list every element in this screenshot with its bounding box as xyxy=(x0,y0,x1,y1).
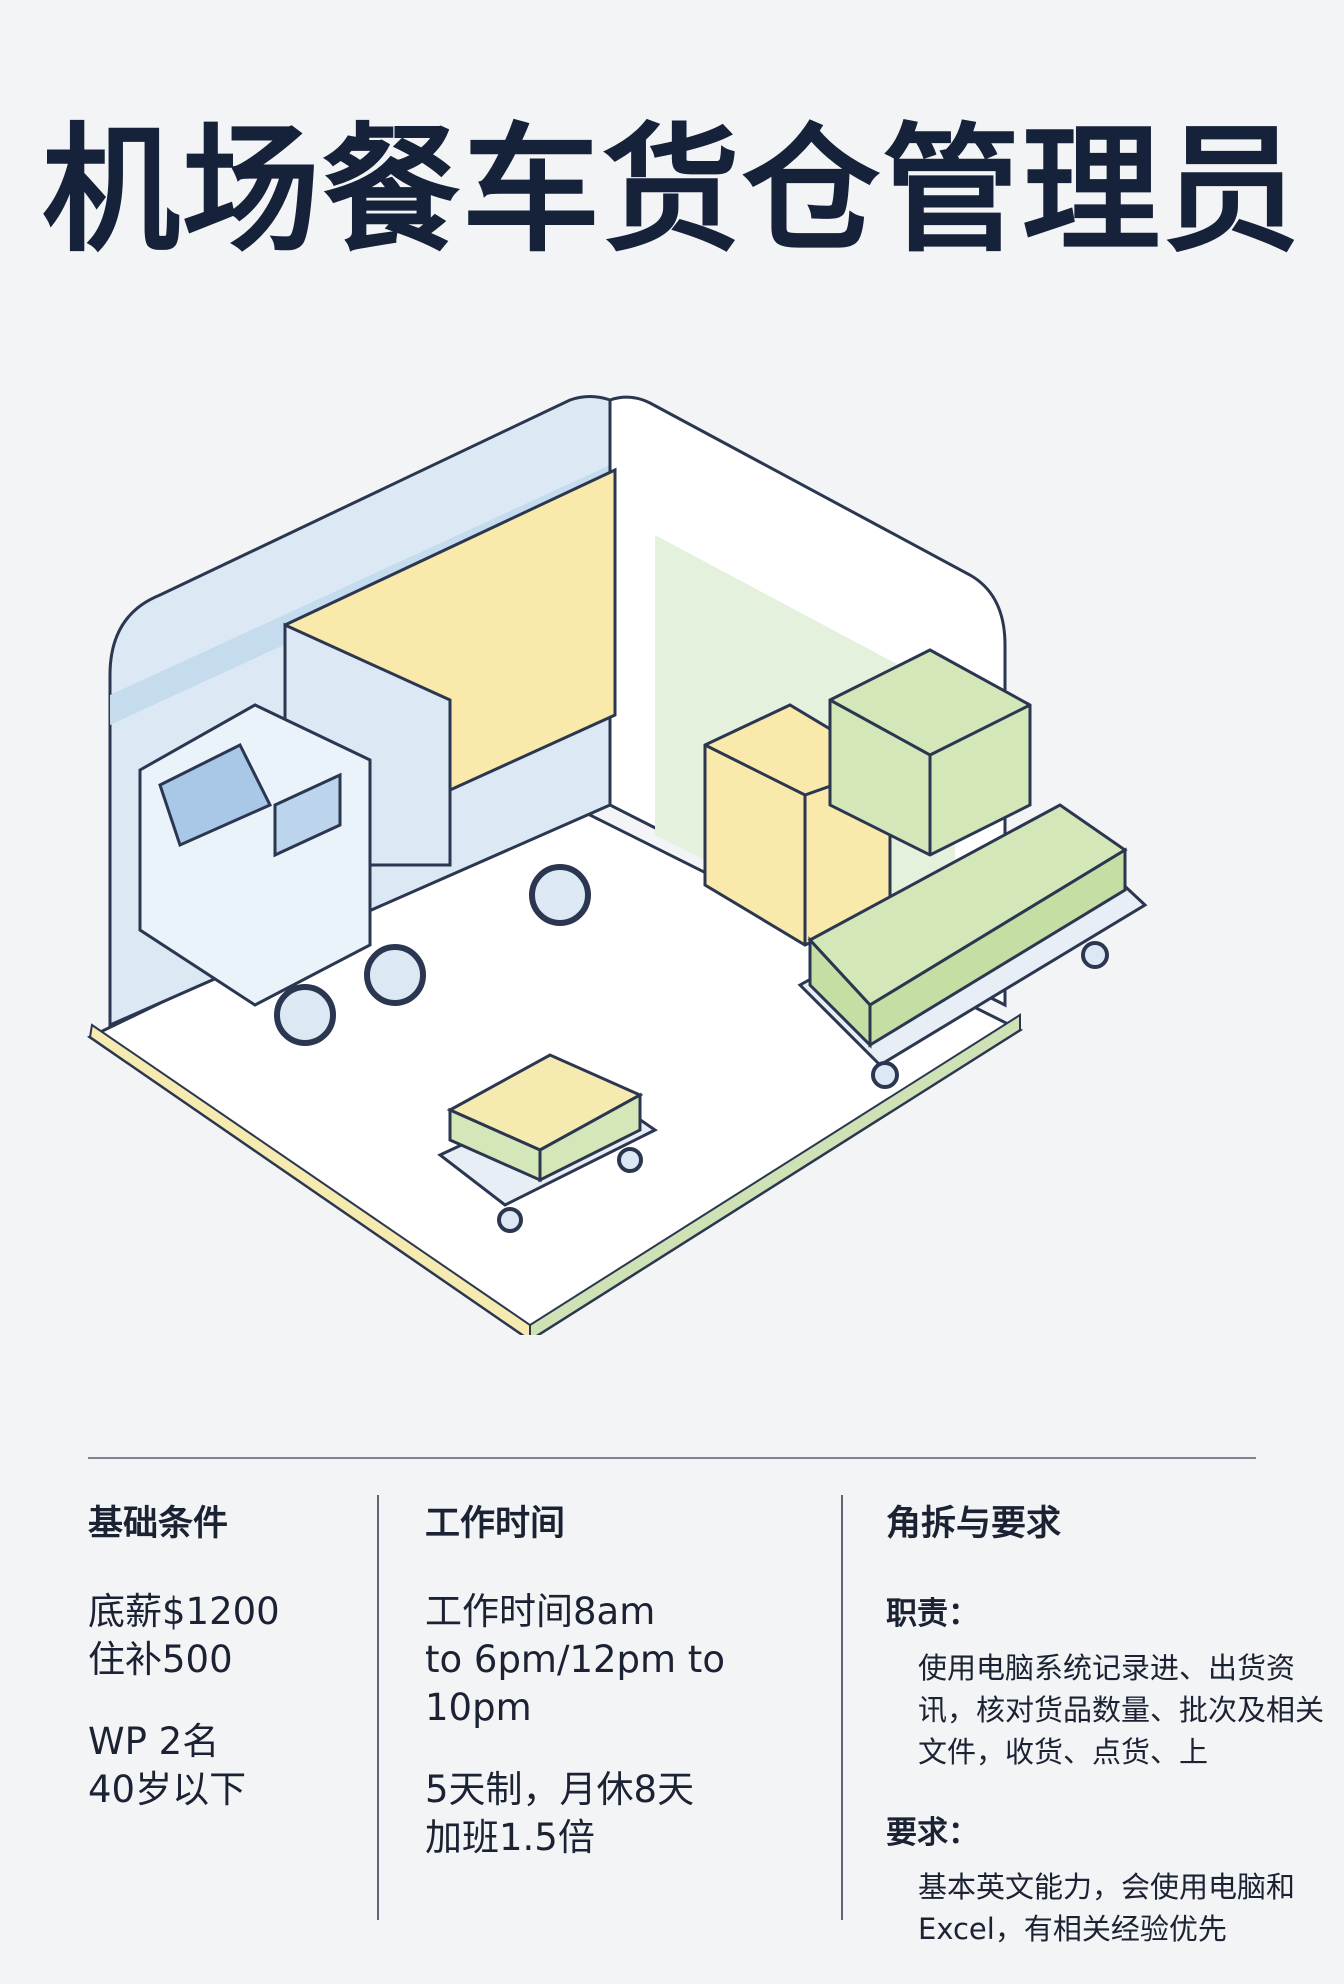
duty-label: 职责： xyxy=(886,1596,979,1632)
working-hours-heading: 工作时间 xyxy=(425,1504,566,1544)
requirement-text: 基本英文能力，会使用电脑和Excel，有相关经验优先 xyxy=(918,1870,1296,1946)
hours-text: 工作时间8am to 6pm/12pm to 10pm xyxy=(425,1590,725,1729)
quota-text: WP 2名 40岁以下 xyxy=(88,1720,247,1811)
warehouse-illustration xyxy=(87,395,1148,1335)
basic-conditions-column: 基础条件 底薪$1200 住补500 WP 2名 40岁以下 xyxy=(88,1495,358,1848)
schedule-text: 5天制，月休8天 加班1.5倍 xyxy=(425,1768,695,1859)
truck-wheel xyxy=(364,944,426,1006)
role-requirements-column: 角拆与要求 职责： 使用电脑系统记录进、出货资讯，核对货品数量、批次及相关文件，… xyxy=(886,1495,1336,1984)
section-divider xyxy=(88,1457,1256,1459)
column-divider xyxy=(377,1495,379,1920)
duty-text: 使用电脑系统记录进、出货资讯，核对货品数量、批次及相关文件，收货、点货、上 xyxy=(918,1651,1325,1769)
salary-text: 底薪$1200 住补500 xyxy=(88,1590,280,1681)
working-hours-column: 工作时间 工作时间8am to 6pm/12pm to 10pm 5天制，月休8… xyxy=(425,1495,835,1896)
truck-wheel xyxy=(529,864,591,926)
cargo-box-green xyxy=(828,648,1032,857)
page-title: 机场餐车货仓管理员 xyxy=(41,110,1302,271)
requirement-label: 要求： xyxy=(886,1815,979,1851)
column-divider xyxy=(841,1495,843,1920)
basic-conditions-heading: 基础条件 xyxy=(88,1504,229,1544)
role-requirements-heading: 角拆与要求 xyxy=(886,1504,1062,1544)
truck-wheel xyxy=(274,984,336,1046)
